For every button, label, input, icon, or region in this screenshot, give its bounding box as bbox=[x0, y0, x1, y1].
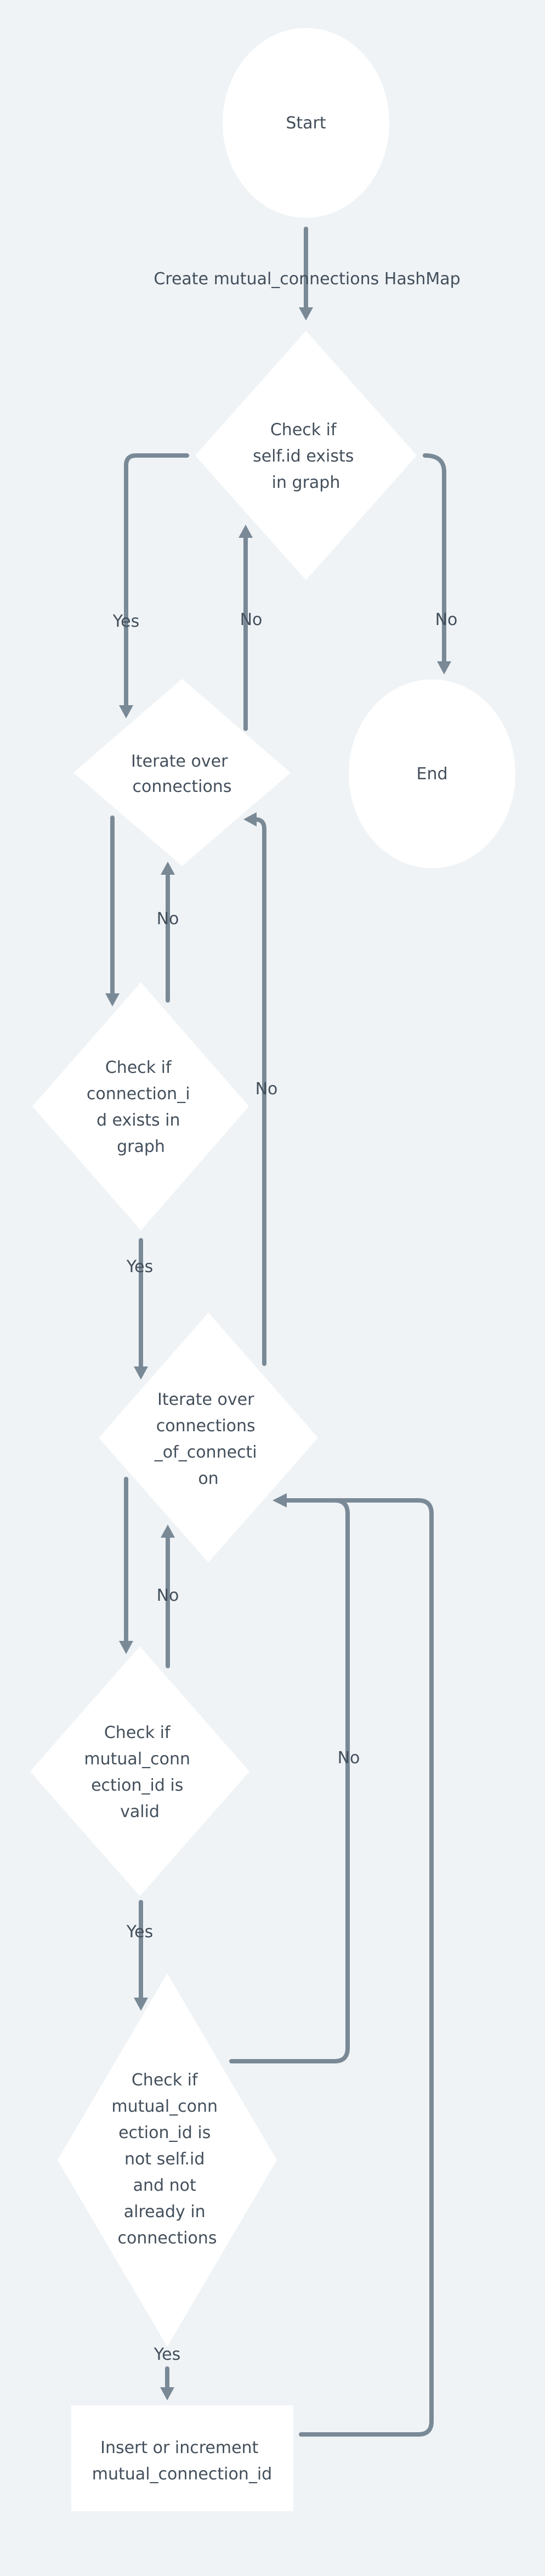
edge-check-mutual-valid-to-not-self-yes bbox=[134, 1900, 148, 2011]
edge-iterate-to-check-self-id-no bbox=[239, 525, 253, 731]
edge-label-no-mutual-valid: No bbox=[157, 1586, 179, 1605]
edge-coc-to-iterate-no bbox=[243, 812, 266, 1366]
edge-check-self-id-to-end-no bbox=[423, 453, 451, 674]
edge-label-create-hashmap: Create mutual_connections HashMap bbox=[154, 269, 460, 289]
edge-label-no-connection-check: No bbox=[157, 909, 179, 929]
edge-check-not-self-to-coc-no bbox=[229, 1493, 350, 2063]
edge-label-yes-connection-check: Yes bbox=[126, 1257, 153, 1276]
edge-iterate-to-check-connection-id bbox=[105, 815, 120, 1006]
edge-label-yes-not-self: Yes bbox=[154, 2345, 180, 2364]
edge-insert-to-coc bbox=[283, 1498, 434, 2437]
edge-label-yes-mutual-valid: Yes bbox=[126, 1922, 153, 1942]
node-check-mutual-valid: Check if mutual_conn ection_id is valid bbox=[30, 1646, 249, 1896]
edge-check-mutual-valid-to-coc-no bbox=[161, 1525, 175, 1668]
node-check-connection-id: Check if connection_i d exists in graph bbox=[32, 982, 249, 1230]
edge-start-to-check-self-id bbox=[299, 227, 313, 320]
edge-label-yes-check-self: Yes bbox=[112, 612, 139, 631]
node-check-mutual-not-self: Check if mutual_conn ection_id is not se… bbox=[58, 1973, 277, 2347]
node-insert-increment: Insert or increment mutual_connection_id bbox=[71, 2405, 293, 2511]
edge-check-connection-id-to-coc-yes bbox=[134, 1238, 148, 1380]
node-check-mutual-valid-label: Check if mutual_conn ection_id is valid bbox=[84, 1723, 195, 1821]
node-iterate-connections-label: Iterate over connections bbox=[131, 752, 233, 796]
node-check-mutual-not-self-label: Check if mutual_conn ection_id is not se… bbox=[111, 2071, 223, 2248]
node-iterate-connections-of-connection: Iterate over connections _of_connecti on bbox=[99, 1313, 318, 1562]
node-end-label: End bbox=[416, 764, 447, 784]
edge-label-no-check-to-end: No bbox=[435, 610, 458, 629]
edge-check-connection-id-to-iterate-no bbox=[161, 862, 175, 1003]
node-check-connection-id-label: Check if connection_i d exists in graph bbox=[87, 1058, 195, 1156]
node-iterate-connections: Iterate over connections bbox=[73, 679, 291, 866]
node-iterate-coc-label: Iterate over connections _of_connecti on bbox=[154, 1390, 262, 1488]
edge-check-self-id-to-iterate-yes bbox=[119, 453, 189, 718]
edge-label-no-not-self: No bbox=[338, 1748, 360, 1768]
node-end: End bbox=[349, 679, 515, 868]
node-start-label: Start bbox=[286, 114, 326, 133]
node-insert-increment-label: Insert or increment mutual_connection_id bbox=[92, 2438, 272, 2484]
node-start: Start bbox=[223, 28, 389, 218]
node-check-self-id: Check if self.id exists in graph bbox=[195, 331, 417, 580]
node-check-self-id-label: Check if self.id exists in graph bbox=[253, 420, 359, 492]
edge-label-no-iterate-to-check: No bbox=[240, 610, 263, 629]
edge-check-not-self-to-insert-yes bbox=[160, 2366, 174, 2400]
edge-coc-to-check-mutual-valid bbox=[119, 1477, 133, 1654]
edge-label-no-coc-to-iterate: No bbox=[256, 1079, 278, 1099]
